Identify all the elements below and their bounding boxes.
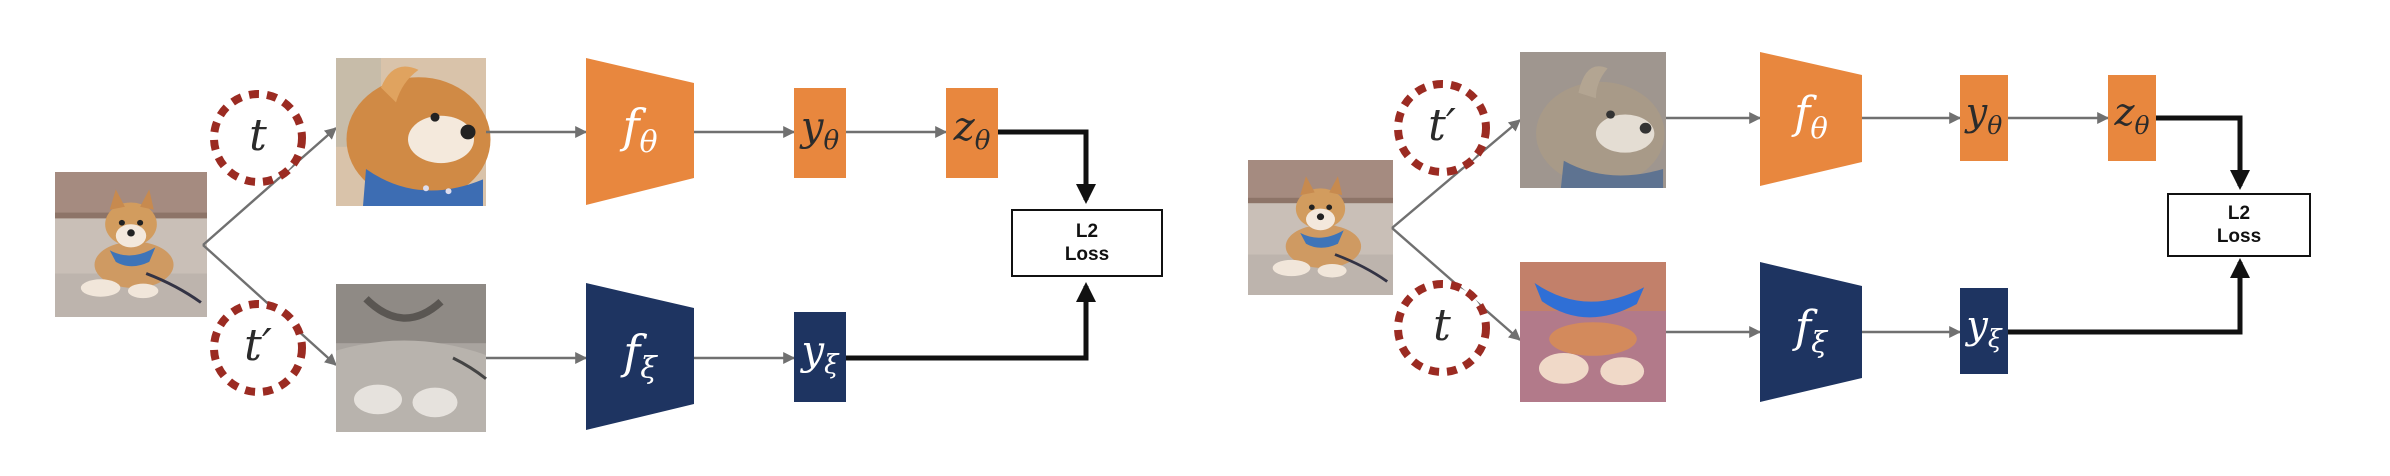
- svg-text:yξ: yξ: [800, 328, 841, 380]
- right-panel: t′ t fθ yθ: [1246, 52, 2311, 402]
- svg-text:t′: t′: [1428, 100, 1456, 151]
- left-view-bottom-image: [336, 284, 486, 432]
- left-online-encoder: fθ: [586, 58, 694, 205]
- left-online-prediction: zθ: [946, 88, 998, 178]
- svg-text:t′: t′: [244, 320, 272, 371]
- svg-text:zθ: zθ: [2113, 90, 2149, 140]
- left-branch-line-top: [202, 127, 337, 246]
- right-branch-line-top: [1391, 119, 1521, 229]
- right-view-top-image: [1520, 52, 1666, 188]
- right-online-projection: yθ: [1960, 75, 2008, 161]
- right-view-bottom-image: [1520, 262, 1666, 402]
- right-online-encoder: fθ: [1760, 52, 1862, 186]
- right-augmentation-top: t′: [1394, 80, 1490, 176]
- left-online-projection: yθ: [794, 88, 846, 178]
- svg-text:yξ: yξ: [1964, 303, 2002, 353]
- left-panel: t t′ fθ yθ: [53, 58, 1163, 432]
- svg-text:Loss: Loss: [2217, 226, 2261, 247]
- left-augmentation-bottom: t′: [210, 300, 306, 396]
- right-loss-arrow-top: [2156, 115, 2250, 190]
- right-online-prediction: zθ: [2108, 75, 2156, 161]
- svg-text:fθ: fθ: [619, 99, 657, 160]
- svg-text:L2: L2: [1076, 221, 1098, 242]
- right-loss-box: L2 Loss: [2167, 193, 2311, 257]
- right-augmentation-bottom: t: [1394, 280, 1490, 376]
- right-input-image: [1246, 158, 1395, 297]
- svg-text:L2: L2: [2228, 203, 2250, 224]
- left-loss-arrow-bottom: [846, 282, 1096, 361]
- left-target-projection: yξ: [794, 312, 846, 402]
- left-augmentation-top: t: [210, 90, 306, 186]
- left-loss-box: L2 Loss: [1011, 209, 1163, 277]
- left-view-top-image: [336, 58, 491, 206]
- svg-text:yθ: yθ: [799, 104, 840, 156]
- right-target-projection: yξ: [1960, 288, 2008, 374]
- left-input-image: [53, 170, 209, 319]
- svg-text:Loss: Loss: [1065, 244, 1109, 265]
- svg-text:t: t: [1433, 300, 1451, 351]
- right-loss-arrow-bottom: [2008, 258, 2250, 335]
- left-loss-arrow-top: [998, 129, 1096, 204]
- right-target-encoder: fξ: [1760, 262, 1862, 402]
- svg-text:zθ: zθ: [953, 104, 991, 156]
- left-target-encoder: fξ: [586, 283, 694, 430]
- svg-text:yθ: yθ: [1964, 90, 2003, 140]
- svg-text:t: t: [249, 110, 267, 161]
